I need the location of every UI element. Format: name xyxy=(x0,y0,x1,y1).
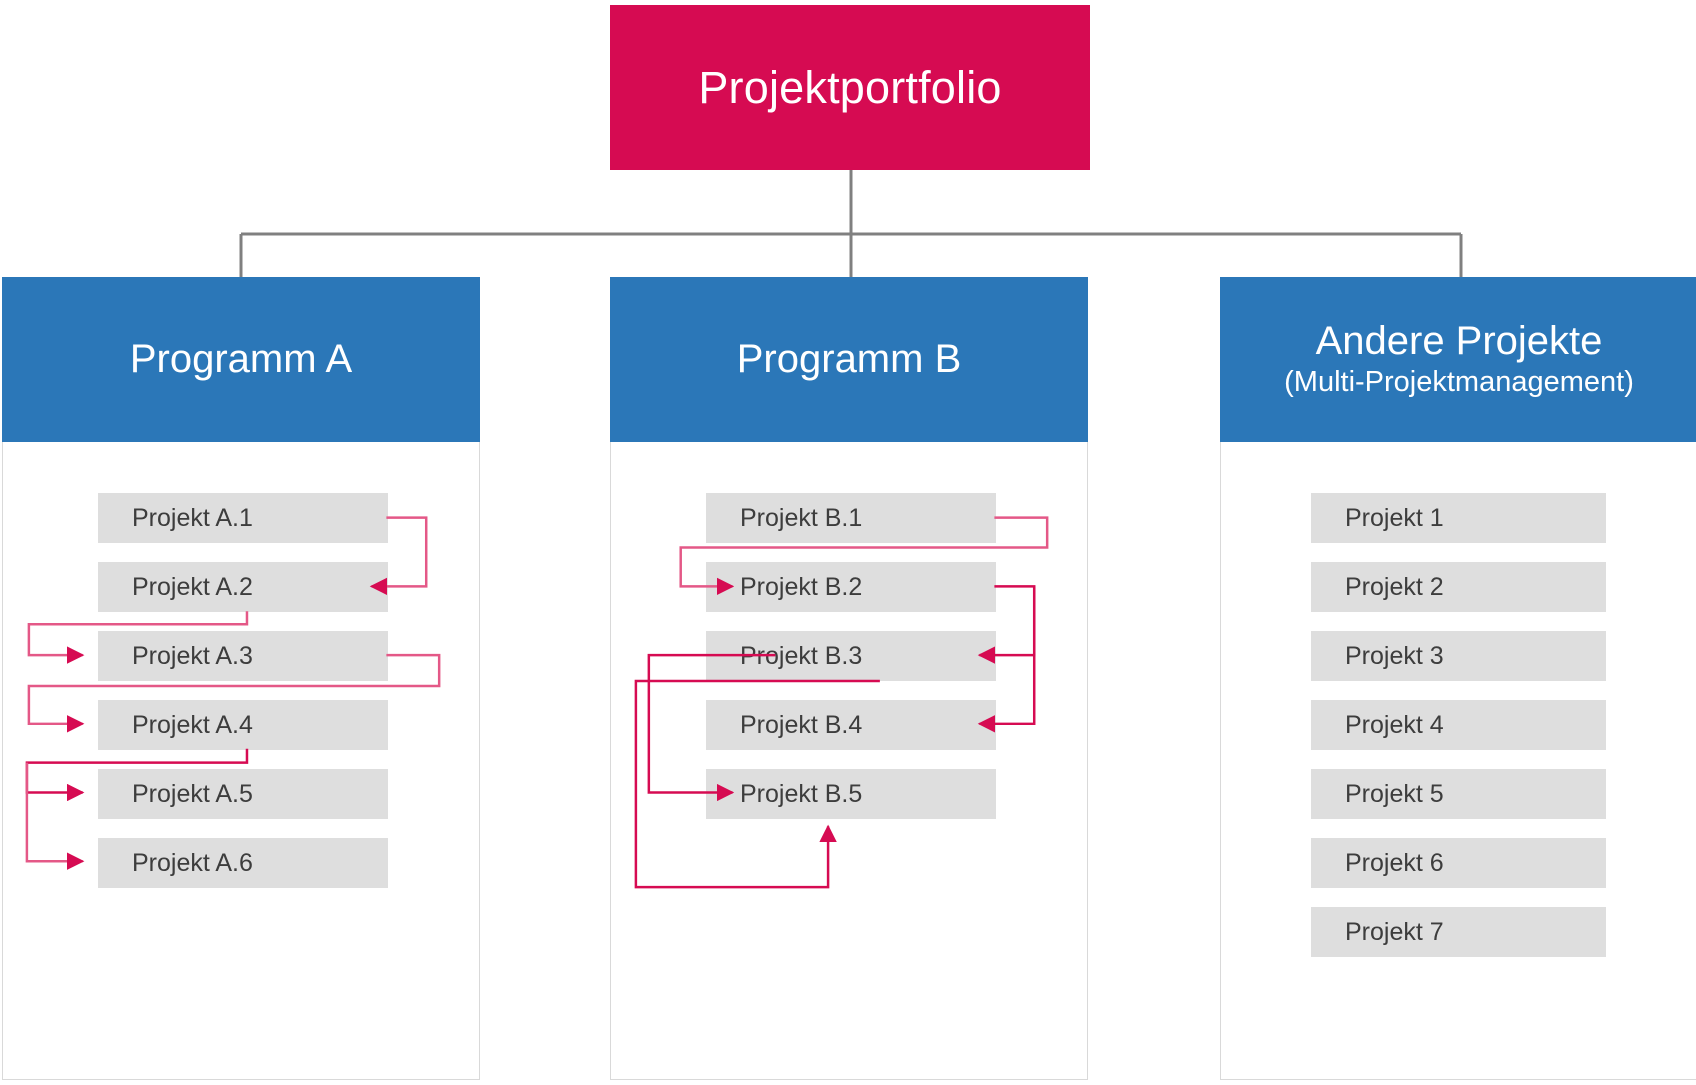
project-chip-3[interactable]: Projekt 3 xyxy=(1311,631,1606,681)
project-chip-a2[interactable]: Projekt A.2 xyxy=(98,562,388,612)
project-chip-label: Projekt B.2 xyxy=(740,572,863,601)
project-chip-label: Projekt 1 xyxy=(1345,503,1444,532)
project-chip-a6[interactable]: Projekt A.6 xyxy=(98,838,388,888)
andere-projekte-header: Andere Projekte (Multi-Projektmanagement… xyxy=(1220,277,1696,442)
project-chip-7[interactable]: Projekt 7 xyxy=(1311,907,1606,957)
program-panel-c: Andere Projekte (Multi-Projektmanagement… xyxy=(1220,277,1696,1080)
program-b-title: Programm B xyxy=(736,337,962,382)
project-chip-label: Projekt A.5 xyxy=(132,779,253,808)
root-node-projektportfolio[interactable]: Projektportfolio xyxy=(610,5,1090,170)
project-chip-a5[interactable]: Projekt A.5 xyxy=(98,769,388,819)
program-b-header: Programm B xyxy=(610,277,1088,442)
project-chip-label: Projekt A.6 xyxy=(132,848,253,877)
project-chip-label: Projekt 3 xyxy=(1345,641,1444,670)
project-chip-2[interactable]: Projekt 2 xyxy=(1311,562,1606,612)
project-chip-label: Projekt A.2 xyxy=(132,572,253,601)
project-chip-label: Projekt B.4 xyxy=(740,710,863,739)
project-chip-label: Projekt 4 xyxy=(1345,710,1444,739)
project-chip-label: Projekt B.3 xyxy=(740,641,863,670)
project-chip-label: Projekt B.1 xyxy=(740,503,863,532)
project-chip-label: Projekt A.1 xyxy=(132,503,253,532)
andere-projekte-title: Andere Projekte xyxy=(1315,319,1603,364)
root-node-label: Projektportfolio xyxy=(698,61,1002,113)
project-chip-label: Projekt 2 xyxy=(1345,572,1444,601)
program-panel-a: Programm A Projekt A.1 Projekt A.2 Proje… xyxy=(2,277,480,1080)
project-chip-label: Projekt B.5 xyxy=(740,779,863,808)
project-chip-label: Projekt 6 xyxy=(1345,848,1444,877)
project-chip-b2[interactable]: Projekt B.2 xyxy=(706,562,996,612)
project-chip-6[interactable]: Projekt 6 xyxy=(1311,838,1606,888)
project-chip-label: Projekt A.3 xyxy=(132,641,253,670)
program-a-header: Programm A xyxy=(2,277,480,442)
project-chip-b4[interactable]: Projekt B.4 xyxy=(706,700,996,750)
andere-projekte-subtitle: (Multi-Projektmanagement) xyxy=(1284,366,1634,399)
project-chip-1[interactable]: Projekt 1 xyxy=(1311,493,1606,543)
project-chip-label: Projekt A.4 xyxy=(132,710,253,739)
project-chip-a1[interactable]: Projekt A.1 xyxy=(98,493,388,543)
program-panel-b: Programm B Projekt B.1 Projekt B.2 Proje… xyxy=(610,277,1088,1080)
project-chip-5[interactable]: Projekt 5 xyxy=(1311,769,1606,819)
project-chip-a3[interactable]: Projekt A.3 xyxy=(98,631,388,681)
project-chip-label: Projekt 5 xyxy=(1345,779,1444,808)
project-chip-b3[interactable]: Projekt B.3 xyxy=(706,631,996,681)
project-chip-a4[interactable]: Projekt A.4 xyxy=(98,700,388,750)
project-chip-label: Projekt 7 xyxy=(1345,917,1444,946)
program-a-title: Programm A xyxy=(129,337,353,382)
project-chip-4[interactable]: Projekt 4 xyxy=(1311,700,1606,750)
project-chip-b5[interactable]: Projekt B.5 xyxy=(706,769,996,819)
project-chip-b1[interactable]: Projekt B.1 xyxy=(706,493,996,543)
